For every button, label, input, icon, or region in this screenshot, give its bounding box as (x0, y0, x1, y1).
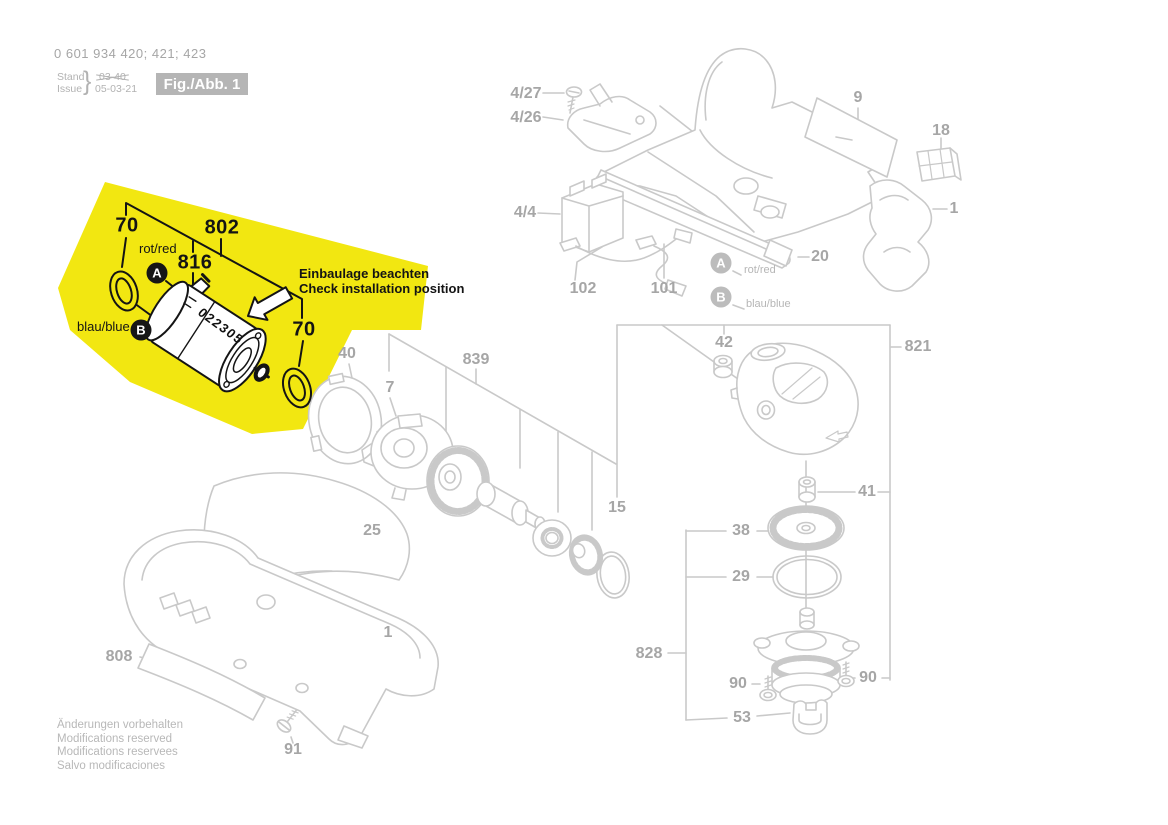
wire-102 (559, 228, 693, 262)
part-label-1-bottom: 1 (383, 624, 393, 641)
o-ring-70-left (109, 270, 139, 312)
legend-b-label: blau/blue (746, 298, 791, 310)
footer-line-fr: Modifications reservees (57, 746, 178, 758)
chassis-frame (603, 48, 893, 245)
fan-wheel-38 (767, 505, 845, 551)
highlight-region (58, 182, 428, 434)
issue-date: 05-03-21 (95, 83, 138, 95)
part-label-42: 42 (715, 334, 733, 351)
screw-91 (276, 709, 299, 733)
part-label-839: 839 (462, 351, 490, 368)
stand-label: Stand (57, 71, 85, 83)
footer-line-es: Salvo modificaciones (57, 759, 166, 772)
cushion-strip-808 (137, 643, 266, 721)
part-label-29: 29 (732, 568, 750, 585)
part-label-90-left: 90 (729, 675, 747, 692)
part-label-90-right: 90 (859, 669, 877, 686)
part-label-4-26: 4/26 (510, 109, 542, 126)
part-label-1-top: 1 (949, 200, 959, 217)
o-ring-29 (772, 555, 842, 599)
issue-label: Issue (57, 83, 83, 95)
part-label-18: 18 (932, 122, 950, 139)
footer-disclaimer: Änderungen vorbehalten Modifications res… (57, 719, 277, 773)
part-label-7: 7 (385, 379, 395, 396)
part-label-53: 53 (733, 709, 751, 726)
screw-4-27 (565, 86, 583, 114)
housing-shell-1-top (862, 179, 933, 292)
screw-90-right (837, 661, 855, 688)
grommet-42 (713, 354, 733, 379)
part-label-38: 38 (732, 522, 750, 539)
gray-parts (123, 48, 962, 749)
part-label-70-right: 70 (292, 318, 316, 341)
o-ring-70-right (281, 367, 313, 409)
wire-101 (635, 235, 687, 297)
highlight-graphics (109, 202, 313, 409)
part-label-821: 821 (904, 338, 932, 355)
part-label-816: 816 (177, 251, 213, 274)
part-label-91: 91 (284, 741, 302, 758)
part-label-20: 20 (811, 248, 829, 265)
armature-group-839 (426, 445, 630, 599)
module-4-4 (561, 173, 624, 253)
badge-a: A (146, 262, 168, 284)
stand-issue-brace: } (83, 66, 92, 96)
part-label-802: 802 (204, 216, 240, 239)
footer-line-de: Änderungen vorbehalten (57, 719, 183, 731)
installation-note-de: Einbaulage beachten (299, 266, 430, 281)
part-label-40: 40 (338, 345, 356, 362)
part-label-25: 25 (363, 522, 381, 539)
footer-line-en: Modifications reserved (57, 732, 173, 745)
wire-a-label: rot/red (139, 241, 177, 256)
pin-41 (798, 476, 816, 503)
part-label-4-4: 4/4 (513, 204, 537, 221)
superseded-date: 03-40 (99, 71, 1168, 83)
installation-arrow (247, 286, 294, 321)
clip-18 (916, 147, 962, 182)
part-label-41: 41 (858, 483, 876, 500)
wire-b-label: blau/blue (77, 319, 130, 334)
dome-cover-821 (730, 342, 859, 456)
label-plate-9 (804, 97, 898, 178)
superseded-date-text: 03-40 (99, 71, 126, 83)
fork-53 (792, 699, 828, 735)
installation-note-en: Check installation position (299, 281, 465, 296)
part-label-101: 101 (650, 280, 678, 297)
part-label-4-27: 4/27 (510, 85, 542, 102)
motor-802 (144, 273, 270, 393)
figure-label-box: Fig./Abb. 1 (156, 73, 248, 95)
part-label-70-left: 70 (115, 214, 139, 237)
switch-bracket-4-26 (566, 83, 657, 153)
legend-a-label: rot/red (744, 264, 776, 276)
bearing-flange-assembly-828 (753, 607, 860, 704)
part-label-102: 102 (569, 280, 597, 297)
part-label-808: 808 (105, 648, 133, 665)
legend-badge-a: A (710, 252, 732, 274)
badge-b: B (130, 319, 152, 341)
screw-90-left (759, 675, 777, 702)
part-label-828: 828 (635, 645, 663, 662)
document-part-number: 0 601 934 420; 421; 423 (54, 46, 207, 61)
part-label-9: 9 (853, 89, 863, 106)
part-label-15: 15 (608, 499, 626, 516)
legend-badge-b: B (710, 286, 732, 308)
